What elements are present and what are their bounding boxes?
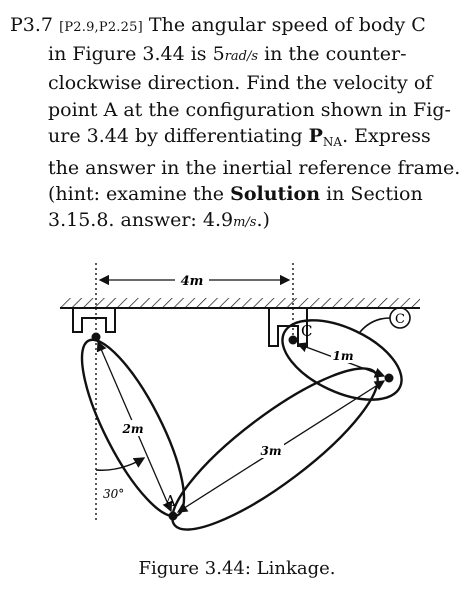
problem-line-5: ure 3.44 by differentiating PNA. Express	[48, 124, 431, 149]
ceiling	[60, 298, 420, 309]
joint-C	[288, 335, 298, 345]
dim-3m-label: 3m	[260, 444, 281, 458]
dim-1m-label: 1m	[332, 349, 353, 363]
linkage-figure: 4m 2m 3m 1m C A C 30°	[40, 260, 440, 540]
angle-arc	[95, 457, 146, 471]
vector-P: P	[308, 124, 323, 147]
unit-rad-per-s: rad/s	[224, 49, 259, 65]
angle-label: 30°	[103, 487, 124, 501]
dim-top-label: 4m	[181, 274, 204, 289]
label-A: A	[164, 492, 176, 510]
problem-line-1-text: The angular speed of body C	[148, 14, 426, 36]
problem-line-7: (hint: examine the Solution in Section	[48, 183, 423, 206]
joint-A	[168, 511, 178, 521]
joint-right	[384, 373, 394, 383]
solution-word: Solution	[230, 183, 321, 206]
problem-statement: P3.7 [P2.9,P2.25] The angular speed of b…	[10, 12, 466, 237]
problem-line-2: in Figure 3.44 is 5rad/s in the counter-	[48, 43, 407, 66]
problem-line-6: the answer in the inertial reference fra…	[48, 157, 461, 180]
problem-line-1: P3.7 [P2.9,P2.25] The angular speed of b…	[10, 12, 466, 41]
unit-m-per-s: m/s	[233, 215, 257, 231]
circled-C-label: C	[395, 312, 405, 327]
figure-caption: Figure 3.44: Linkage.	[138, 558, 336, 579]
label-C: C	[301, 322, 312, 340]
problem-line-8: 3.15.8. answer: 4.9m/s.)	[48, 209, 270, 232]
dim-2m-label: 2m	[121, 422, 143, 436]
problem-line-4: point A at the configuration shown in Fi…	[48, 98, 451, 121]
subscript-NA: NA	[322, 134, 343, 149]
left-support	[72, 308, 116, 333]
problem-label: P3.7	[10, 14, 54, 36]
linkage-diagram: 4m 2m 3m 1m C A C 30°	[60, 263, 420, 531]
joint-left-pivot	[91, 332, 101, 342]
circled-C-badge	[389, 307, 411, 329]
body-C-leader	[359, 317, 391, 333]
problem-line-3: clockwise direction. Find the velocity o…	[48, 72, 433, 95]
problem-citation: [P2.9,P2.25]	[59, 20, 143, 35]
